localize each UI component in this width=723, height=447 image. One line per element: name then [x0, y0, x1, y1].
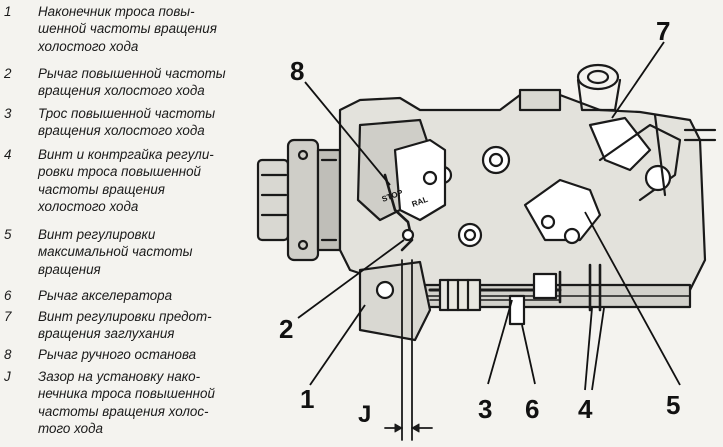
accelerator-lever: [523, 113, 717, 245]
legend-number: 4: [4, 147, 12, 162]
legend-number: 6: [4, 288, 12, 303]
legend-number: 1: [4, 4, 12, 19]
legend-description: Трос повышенной частоты вращения холосто…: [38, 106, 216, 139]
legend-description: Зазор на установку нако- нечника троса п…: [38, 369, 215, 437]
legend-number: 2: [4, 66, 12, 81]
callout-7: 7: [656, 16, 670, 46]
callout-J: J: [358, 401, 371, 428]
legend-description: Рычаг повышенной частоты вращения холост…: [38, 66, 226, 99]
legend-number: J: [4, 369, 11, 384]
legend-description: Наконечник троса повы- шенной частоты вр…: [38, 4, 217, 54]
callout-5: 5: [666, 390, 680, 420]
legend-number: 3: [4, 106, 12, 121]
legend-number: 8: [4, 347, 12, 362]
stop-lever: [383, 138, 447, 252]
legend-description: Рычаг акселератора: [38, 288, 173, 303]
callout-4: 4: [578, 394, 593, 424]
callout-8: 8: [290, 56, 304, 86]
housing-boss: [481, 145, 511, 175]
housing-boss: [457, 222, 483, 248]
callout-1: 1: [300, 384, 314, 414]
legend-description: Рычаг ручного останова: [38, 347, 197, 362]
fuel-pump-drawing: STOP RAL 8 7 2 1 3 6 4 5 J: [256, 16, 717, 441]
callout-6: 6: [525, 394, 539, 424]
legend-number: 7: [4, 309, 12, 324]
legend-number: 5: [4, 227, 12, 242]
drive-flange: [256, 138, 342, 262]
callout-2: 2: [279, 314, 293, 344]
legend-description: Винт регулировки предот- вращения заглух…: [38, 309, 212, 342]
legend-description: Винт и контргайка регули- ровки троса по…: [38, 147, 214, 215]
top-fitting: [518, 63, 622, 112]
legend: 1 Наконечник троса повы- шенной частоты …: [0, 0, 262, 447]
legend-description: Винт регулировки максимальной частоты вр…: [38, 227, 193, 277]
callout-3: 3: [478, 394, 492, 424]
leader-lines: [297, 41, 681, 391]
